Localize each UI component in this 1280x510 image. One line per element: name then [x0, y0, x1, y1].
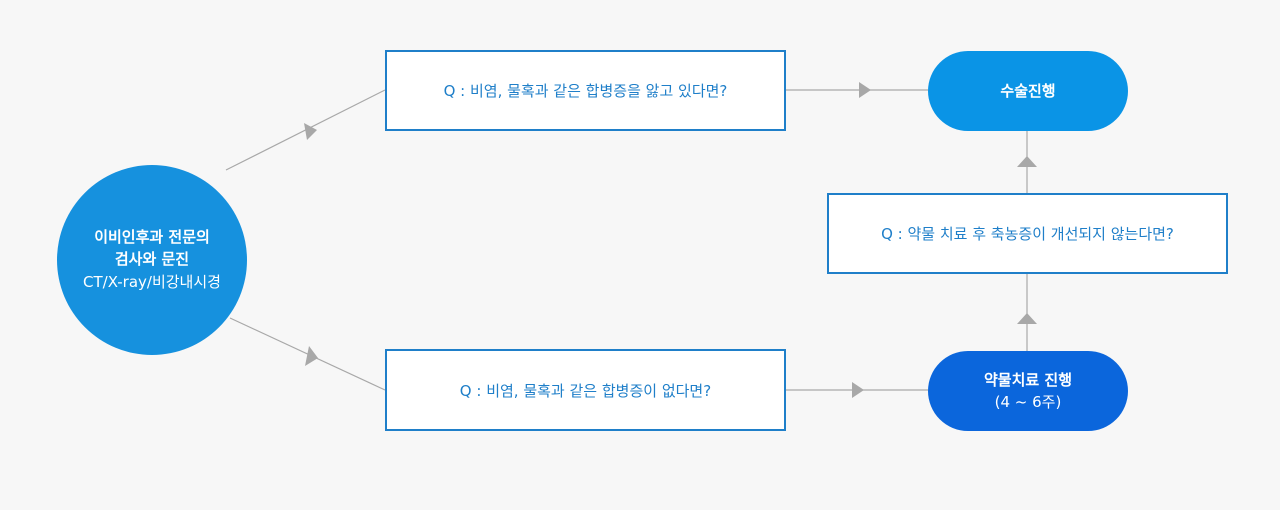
outcome-surgery: 수술진행	[928, 51, 1128, 131]
arrow-icon	[305, 346, 318, 366]
arrow-icon	[852, 382, 864, 398]
outcome-label: 수술진행	[1000, 82, 1056, 100]
arrow-icon	[304, 123, 317, 140]
outcome-duration: (4 ~ 6주)	[994, 393, 1062, 411]
arrow-icon	[1017, 156, 1037, 167]
question-box-no-improvement: Q : 약물 치료 후 축농증이 개선되지 않는다면?	[827, 193, 1228, 274]
question-text: Q : 약물 치료 후 축농증이 개선되지 않는다면?	[881, 225, 1174, 243]
outcome-label: 약물치료 진행	[983, 371, 1073, 389]
question-text: Q : 비염, 물혹과 같은 합병증이 없다면?	[459, 381, 712, 400]
question-box-no-complications: Q : 비염, 물혹과 같은 합병증이 없다면?	[385, 349, 786, 431]
question-box-complications: Q : 비염, 물혹과 같은 합병증을 앓고 있다면?	[385, 50, 786, 131]
arrow-icon	[1017, 313, 1037, 324]
start-node-specialist-exam: 이비인후과 전문의 검사와 문진 CT/X-ray/비강내시경	[57, 165, 247, 355]
start-node-subtitle: 검사와 문진	[114, 250, 190, 268]
outcome-medication: 약물치료 진행 (4 ~ 6주)	[928, 351, 1128, 431]
question-text: Q : 비염, 물혹과 같은 합병증을 앓고 있다면?	[443, 82, 728, 100]
start-node-title: 이비인후과 전문의	[94, 228, 210, 246]
arrow-icon	[859, 82, 871, 98]
start-node-methods: CT/X-ray/비강내시경	[83, 273, 221, 291]
